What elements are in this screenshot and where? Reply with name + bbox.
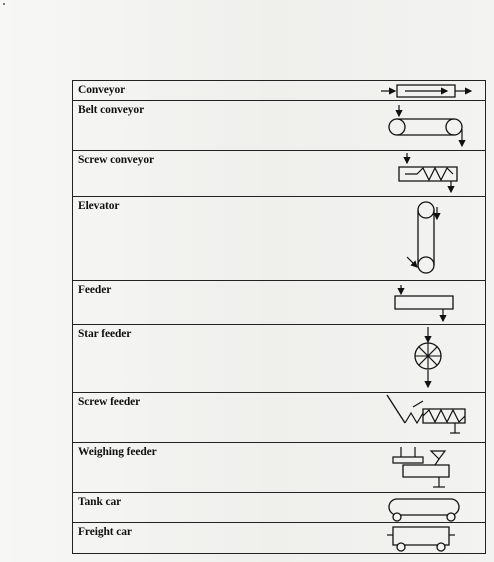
table-row-screw-feeder: Screw feeder (73, 392, 485, 443)
row-label: Star feeder (78, 328, 132, 340)
table-row-tank-car: Tank car (73, 492, 485, 523)
table-row-conveyor: Conveyor (73, 80, 485, 101)
table-row-star-feeder: Star feeder (73, 324, 485, 393)
scan-speck (3, 3, 5, 5)
belt-conveyor-symbol-icon (373, 101, 466, 148)
table-row-freight-car: Freight car (73, 522, 485, 554)
table-row-weighing-feeder: Weighing feeder (73, 442, 485, 493)
row-label: Screw feeder (78, 396, 141, 408)
elevator-symbol-icon (373, 197, 441, 281)
tank-car-symbol-icon (373, 493, 485, 523)
row-label: Conveyor (78, 84, 126, 96)
row-label: Belt conveyor (78, 104, 145, 116)
table-row-elevator: Elevator (73, 196, 485, 281)
screw-conveyor-symbol-icon (373, 151, 485, 194)
freight-car-symbol-icon (373, 523, 485, 553)
weighing-feeder-symbol-icon (373, 443, 485, 493)
table-row-belt-conveyor: Belt conveyor (73, 100, 485, 151)
star-feeder-symbol-icon (373, 325, 485, 389)
row-label: Weighing feeder (78, 446, 157, 458)
conveyor-symbol-icon (373, 81, 473, 101)
feeder-symbol-icon (373, 281, 485, 323)
row-label: Feeder (78, 284, 112, 296)
row-label: Elevator (78, 200, 120, 212)
screw-feeder-symbol-icon (373, 393, 485, 443)
table-row-screw-conveyor: Screw conveyor (73, 150, 485, 197)
table-row-feeder: Feeder (73, 280, 485, 325)
row-label: Freight car (78, 526, 132, 538)
row-label: Tank car (78, 496, 122, 508)
row-label: Screw conveyor (78, 154, 154, 166)
symbol-table: Conveyor Belt conveyor Screw conveyor (72, 80, 486, 554)
